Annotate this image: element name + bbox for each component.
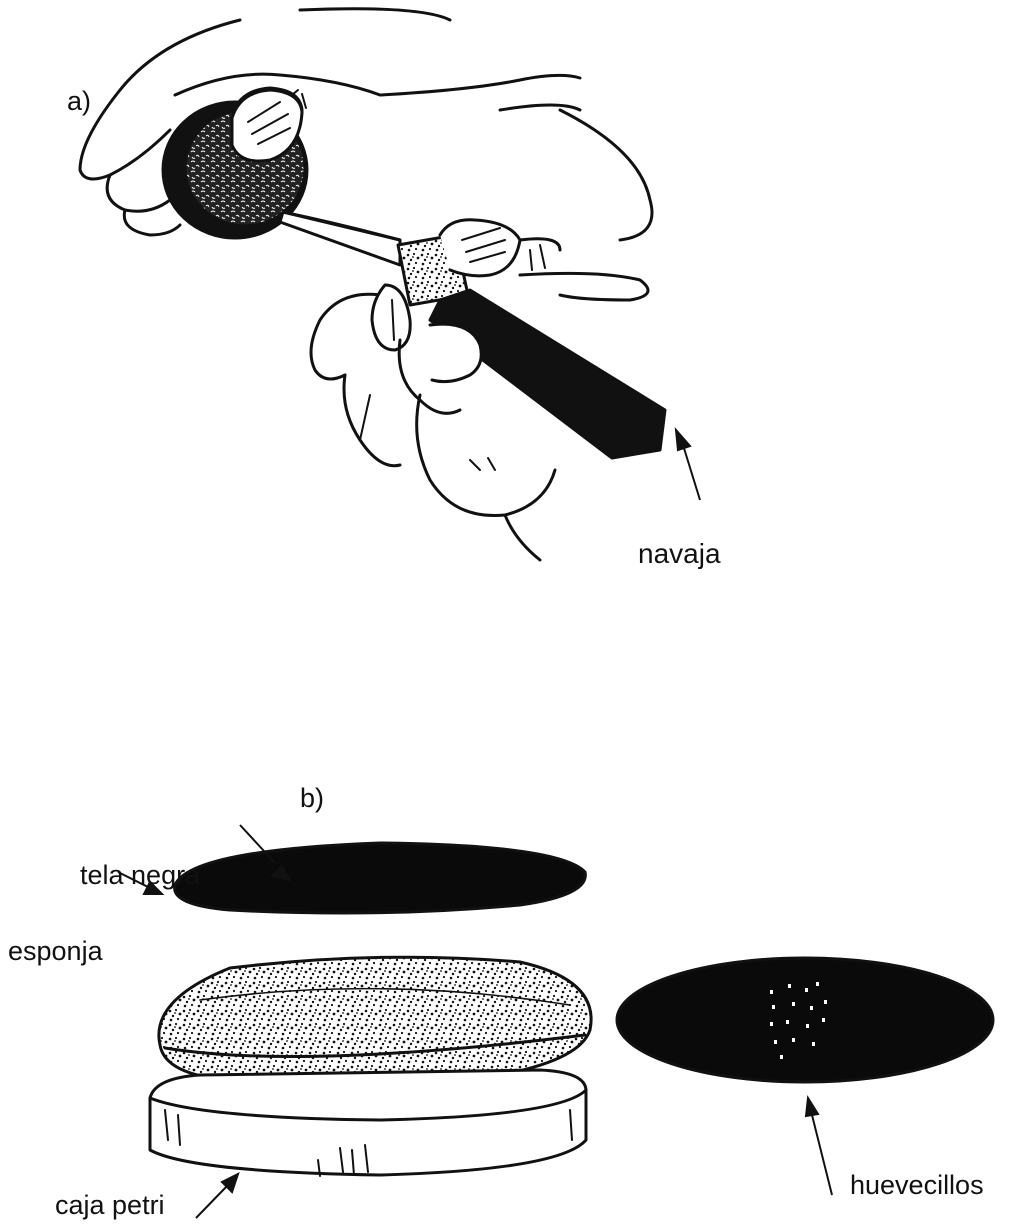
panel-b-label: b) (300, 785, 324, 812)
panel-a-label: a) (67, 88, 91, 115)
huevecillos-label: huevecillos (850, 1172, 984, 1199)
esponja-label: esponja (8, 938, 103, 965)
sponge-disk (159, 957, 591, 1083)
huevecillos-arrow (806, 1098, 832, 1195)
caja-petri-label: caja petri (55, 1192, 165, 1219)
navaja-arrow (676, 430, 700, 500)
panel-b-drawing (150, 843, 993, 1176)
petri-dish (150, 1070, 586, 1175)
panel-a-drawing (80, 9, 665, 560)
caja-petri-arrow (196, 1174, 238, 1218)
tela-negra-label: tela negra (80, 862, 200, 889)
black-cloth (175, 843, 586, 913)
navaja-label: navaja (638, 540, 721, 568)
cloth-with-eggs (617, 958, 993, 1082)
